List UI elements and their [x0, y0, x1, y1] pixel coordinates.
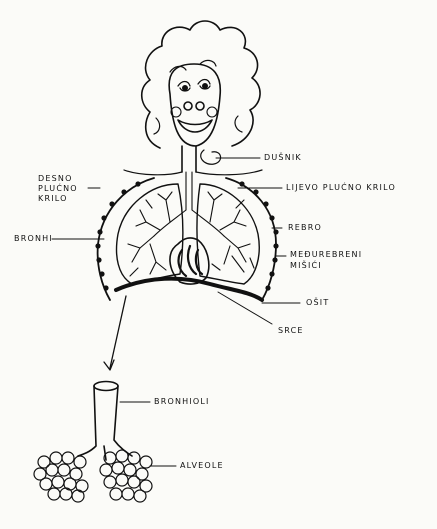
label-rebro: REBRO	[288, 223, 322, 233]
bronchial-tree	[126, 172, 254, 276]
label-bronhioli: BRONHIOLI	[154, 397, 210, 407]
label-medurebreni-2: MIŠIĆI	[290, 261, 322, 271]
bronchiole-tube-top	[94, 382, 118, 391]
alveoli-clusters	[34, 450, 152, 502]
label-desno-plucno-krilo-1: DESNO	[38, 174, 73, 184]
left-lung	[197, 184, 259, 284]
diaphragm	[116, 279, 262, 300]
label-alveole: ALVEOLE	[180, 461, 224, 471]
right-nostril	[196, 102, 204, 110]
label-dusnik: DUŠNIK	[264, 153, 302, 163]
label-desno-plucno-krilo-2: PLUĆNO	[38, 184, 78, 194]
detail-arrow	[110, 296, 126, 368]
right-lung	[117, 184, 183, 284]
bronchiole-tube	[78, 386, 132, 460]
label-medurebreni-1: MEĐUREBRENI	[290, 250, 362, 260]
label-desno-plucno-krilo-3: KRILO	[38, 194, 68, 204]
left-nostril	[184, 102, 192, 110]
label-bronhi: BRONHI	[14, 234, 53, 244]
label-srce: SRCE	[278, 326, 304, 336]
face-outline	[169, 64, 220, 146]
trachea	[182, 146, 196, 172]
mouth	[178, 120, 212, 132]
label-osit: OŠIT	[306, 298, 329, 308]
label-lijevo-plucno-krilo: LIJEVO PLUĆNO KRILO	[286, 183, 396, 193]
